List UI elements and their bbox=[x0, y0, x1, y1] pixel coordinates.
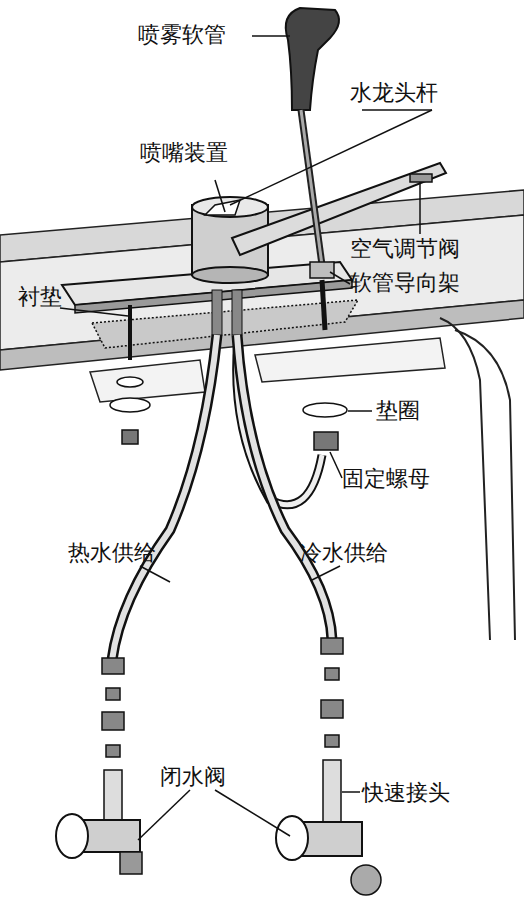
washer bbox=[110, 398, 150, 412]
leader-line bbox=[330, 452, 342, 478]
sink-bowl bbox=[440, 318, 490, 640]
leader-line bbox=[342, 791, 360, 793]
hose-guide bbox=[310, 262, 334, 278]
leader-line bbox=[362, 109, 432, 111]
part-label: 软管导向架 bbox=[350, 270, 460, 296]
nut bbox=[314, 432, 338, 450]
valve-outlet bbox=[120, 852, 142, 874]
hot-supply-pipe bbox=[112, 335, 217, 660]
leader-line bbox=[330, 272, 350, 284]
part-label: 快速接头 bbox=[362, 780, 450, 806]
part-label: 水龙头杆 bbox=[350, 80, 438, 106]
leader-line bbox=[419, 182, 421, 234]
fitting-nut bbox=[321, 700, 343, 718]
fitting-ferrule bbox=[106, 745, 120, 757]
counter-hole bbox=[255, 338, 445, 382]
spray-rod bbox=[301, 110, 322, 265]
fitting-nut bbox=[102, 658, 124, 674]
part-label: 垫圈 bbox=[376, 398, 420, 424]
shank bbox=[232, 290, 242, 335]
part-label: 固定螺母 bbox=[342, 466, 430, 492]
faucet-top bbox=[192, 197, 268, 217]
valve-handle bbox=[276, 816, 308, 860]
spray-head bbox=[286, 8, 339, 110]
leader-line bbox=[215, 790, 290, 836]
leader-line bbox=[230, 110, 432, 205]
hose-guide-thread bbox=[322, 280, 325, 330]
fitting-nut bbox=[321, 638, 343, 654]
faucet-base bbox=[192, 267, 268, 283]
fitting-nut bbox=[102, 712, 124, 730]
fitting-ferrule bbox=[325, 735, 339, 747]
cold-supply-pipe bbox=[237, 335, 332, 640]
sink-bowl bbox=[455, 330, 515, 640]
part-label: 热水供给 bbox=[68, 540, 156, 566]
washer bbox=[117, 377, 143, 387]
part-label: 喷嘴装置 bbox=[140, 140, 228, 166]
shank bbox=[212, 290, 222, 335]
leader-line bbox=[215, 180, 225, 212]
part-label: 闭水阀 bbox=[160, 764, 226, 790]
leader-line bbox=[60, 308, 128, 316]
hot-supply-pipe bbox=[112, 335, 217, 660]
valve-stem bbox=[323, 760, 341, 825]
fitting-ferrule bbox=[106, 688, 120, 700]
leader-line bbox=[312, 566, 340, 580]
valve-stem bbox=[104, 770, 122, 825]
cold-supply-pipe bbox=[237, 335, 332, 640]
part-label: 衬垫 bbox=[18, 284, 62, 310]
leader-lines bbox=[60, 36, 432, 840]
leader-line bbox=[140, 566, 170, 582]
leader-line bbox=[348, 410, 372, 412]
valve-outlet bbox=[351, 865, 381, 895]
part-label: 冷水供给 bbox=[300, 540, 388, 566]
leader-line bbox=[252, 35, 290, 37]
bolt bbox=[128, 305, 132, 360]
nut bbox=[122, 430, 138, 444]
aerator bbox=[410, 174, 432, 182]
fitting-ferrule bbox=[325, 668, 339, 680]
valve-handle bbox=[56, 814, 88, 858]
spray-rod bbox=[301, 110, 322, 265]
part-label: 空气调节阀 bbox=[350, 236, 460, 262]
shutoff-valve bbox=[300, 822, 362, 856]
leader-line bbox=[138, 790, 190, 840]
counter-hole bbox=[90, 360, 205, 402]
part-label: 喷雾软管 bbox=[138, 22, 226, 48]
washer bbox=[303, 403, 347, 417]
